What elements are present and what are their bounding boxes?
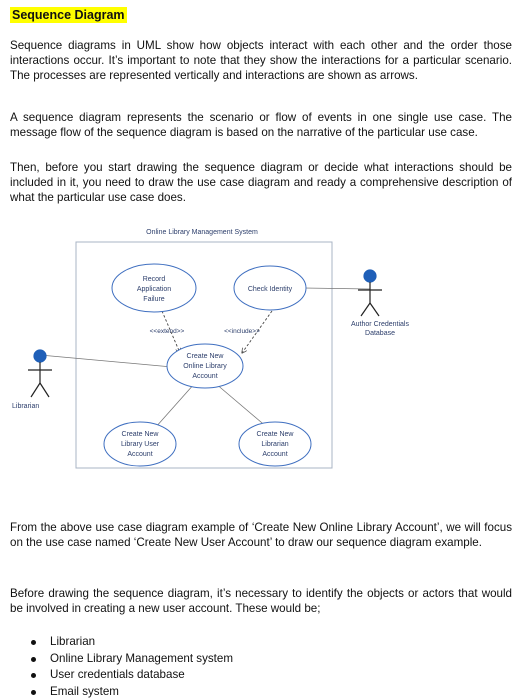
svg-text:Account: Account bbox=[127, 451, 152, 458]
author-label-line2: Database bbox=[365, 330, 395, 337]
paragraph-before: Then, before you start drawing the seque… bbox=[10, 161, 512, 205]
svg-text:Application: Application bbox=[137, 286, 171, 293]
dependency-lines bbox=[161, 310, 273, 353]
svg-text:Create New: Create New bbox=[122, 431, 160, 438]
list-item: Librarian bbox=[28, 634, 233, 651]
list-item: User credentials database bbox=[28, 667, 233, 684]
use-case-create-user: Create New Library User Account bbox=[103, 421, 177, 467]
system-name: Online Library Management System bbox=[146, 229, 258, 236]
svg-text:Failure: Failure bbox=[143, 296, 165, 303]
svg-text:Library User: Library User bbox=[121, 441, 160, 448]
svg-text:Create New: Create New bbox=[257, 431, 295, 438]
svg-text:Account: Account bbox=[192, 373, 217, 380]
actor-list: Librarian Online Library Management syst… bbox=[28, 634, 233, 700]
list-item: Online Library Management system bbox=[28, 651, 233, 668]
actor-author-icon bbox=[358, 269, 382, 317]
use-case-create-librarian: Create New Librarian Account bbox=[238, 421, 312, 467]
association-lines bbox=[39, 287, 370, 429]
line-create-account-create-librarian bbox=[214, 382, 269, 429]
extend-line bbox=[161, 310, 180, 353]
svg-text:Online Library: Online Library bbox=[183, 363, 227, 370]
line-librarian-create-account bbox=[39, 354, 173, 368]
paragraph-intro: Sequence diagrams in UML show how object… bbox=[10, 39, 512, 83]
use-case-diagram: Online Library Management System <<exten… bbox=[28, 229, 370, 469]
include-label: <<include>> bbox=[224, 328, 260, 335]
use-case-check-identity: Check Identity bbox=[233, 265, 307, 311]
extend-label: <<extend>> bbox=[150, 328, 185, 335]
use-case-record-failure: Record Application Failure bbox=[111, 263, 197, 313]
system-boundary bbox=[75, 241, 333, 469]
actor-author-credentials: Author Credentials Database bbox=[351, 269, 409, 337]
author-label-line1: Author Credentials bbox=[351, 321, 409, 328]
svg-text:Create New: Create New bbox=[187, 353, 225, 360]
actor-librarian-icon bbox=[28, 349, 52, 398]
librarian-label: Librarian bbox=[12, 403, 39, 410]
use-case-create-account: Create New Online Library Account bbox=[166, 343, 244, 389]
page-title: Sequence Diagram bbox=[10, 7, 127, 23]
list-item: Email system bbox=[28, 684, 233, 700]
document-page: Sequence Diagram Sequence diagrams in UM… bbox=[10, 6, 512, 698]
paragraph-scenario: A sequence diagram represents the scenar… bbox=[10, 111, 512, 140]
svg-text:Record: Record bbox=[143, 276, 166, 283]
line-create-account-create-user bbox=[154, 382, 196, 429]
svg-text:Librarian: Librarian bbox=[261, 441, 288, 448]
librarian-label-box: Librarian bbox=[12, 403, 39, 410]
svg-text:Account: Account bbox=[262, 451, 287, 458]
paragraph-objects: Before drawing the sequence diagram, it’… bbox=[10, 587, 512, 616]
svg-text:Check Identity: Check Identity bbox=[248, 286, 293, 293]
paragraph-example: From the above use case diagram example … bbox=[10, 521, 512, 550]
line-check-identity-author bbox=[303, 287, 370, 290]
